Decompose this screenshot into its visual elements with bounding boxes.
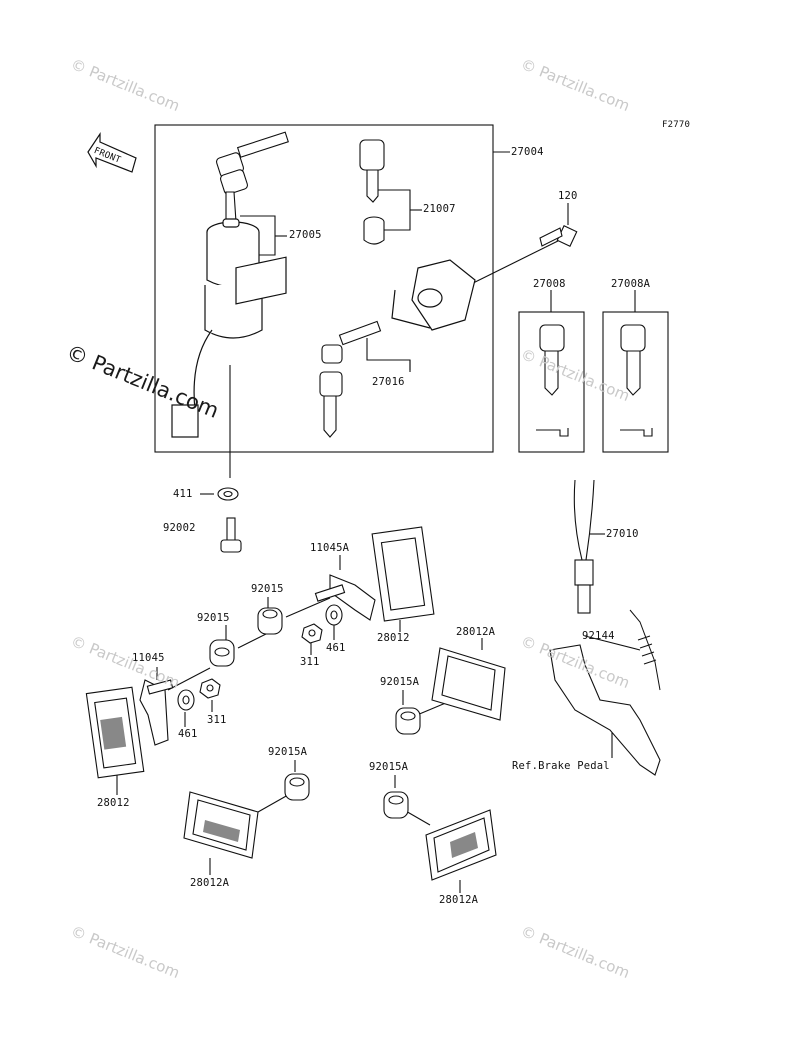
reflector-28012-a	[371, 526, 435, 622]
seat-lock-keys	[319, 320, 382, 438]
part-label-11045A: 11045A	[310, 542, 350, 554]
reflector-28012-b	[85, 686, 145, 779]
figure-code: F2770	[662, 120, 691, 130]
reflector-28012A-c	[425, 809, 497, 881]
nut-311-b	[199, 678, 221, 699]
part-label-411: 411	[173, 488, 193, 500]
brake-light-switch	[573, 479, 595, 614]
ignition-key-pair	[215, 131, 289, 229]
spacer-92015-a	[257, 607, 283, 635]
reflector-28012A-a	[431, 647, 506, 721]
part-label-461-a: 461	[326, 642, 346, 654]
part-label-27016: 27016	[372, 376, 405, 388]
spacer-92015A-b	[284, 773, 310, 801]
part-label-92144: 92144	[582, 630, 615, 642]
nut-311-a	[301, 623, 323, 644]
bolt-92002	[220, 517, 242, 553]
part-label-311-a: 311	[300, 656, 320, 668]
front-arrow-icon	[87, 132, 137, 173]
part-label-11045: 11045	[132, 652, 165, 664]
part-label-28012A-a: 28012A	[456, 626, 496, 638]
part-label-27008A: 27008A	[611, 278, 651, 290]
washer-461-a	[325, 604, 343, 626]
assembly-frame	[154, 124, 494, 453]
brake-pedal	[549, 644, 661, 776]
spare-key	[359, 139, 385, 203]
spring-92144	[629, 609, 661, 691]
washer-461-b	[177, 689, 195, 711]
reflector-28012A-b	[183, 791, 259, 859]
lock-cylinder	[363, 216, 385, 245]
spacer-92015A-c	[383, 791, 409, 819]
part-label-92015-b: 92015	[197, 612, 230, 624]
part-label-461-b: 461	[178, 728, 198, 740]
part-label-28012A-c: 28012A	[439, 894, 479, 906]
spacer-92015A-a	[395, 707, 421, 735]
part-label-92015-a: 92015	[251, 583, 284, 595]
part-label-92015A-c: 92015A	[369, 761, 409, 773]
part-label-28012-b: 28012	[97, 797, 130, 809]
part-label-92015A-a: 92015A	[380, 676, 420, 688]
part-label-120: 120	[558, 190, 578, 202]
part-label-28012A-b: 28012A	[190, 877, 230, 889]
ignition-switch	[171, 218, 287, 438]
reflector-bracket-11045A	[314, 574, 376, 621]
part-label-27008: 27008	[533, 278, 566, 290]
key-blank-card-27008A	[602, 311, 669, 453]
washer-411	[217, 487, 239, 501]
key-blank-card-27008	[518, 311, 585, 453]
part-label-21007: 21007	[423, 203, 456, 215]
part-label-92015A-b: 92015A	[268, 746, 308, 758]
bolt-120	[539, 225, 578, 247]
part-label-27004: 27004	[511, 146, 544, 158]
part-label-27005: 27005	[289, 229, 322, 241]
seat-lock	[391, 259, 476, 331]
part-label-27010: 27010	[606, 528, 639, 540]
spacer-92015-b	[209, 639, 235, 667]
reflector-bracket-11045	[139, 679, 174, 746]
reference-label: Ref.Brake Pedal	[512, 760, 610, 772]
part-label-311-b: 311	[207, 714, 227, 726]
part-label-28012-a: 28012	[377, 632, 410, 644]
part-label-92002: 92002	[163, 522, 196, 534]
